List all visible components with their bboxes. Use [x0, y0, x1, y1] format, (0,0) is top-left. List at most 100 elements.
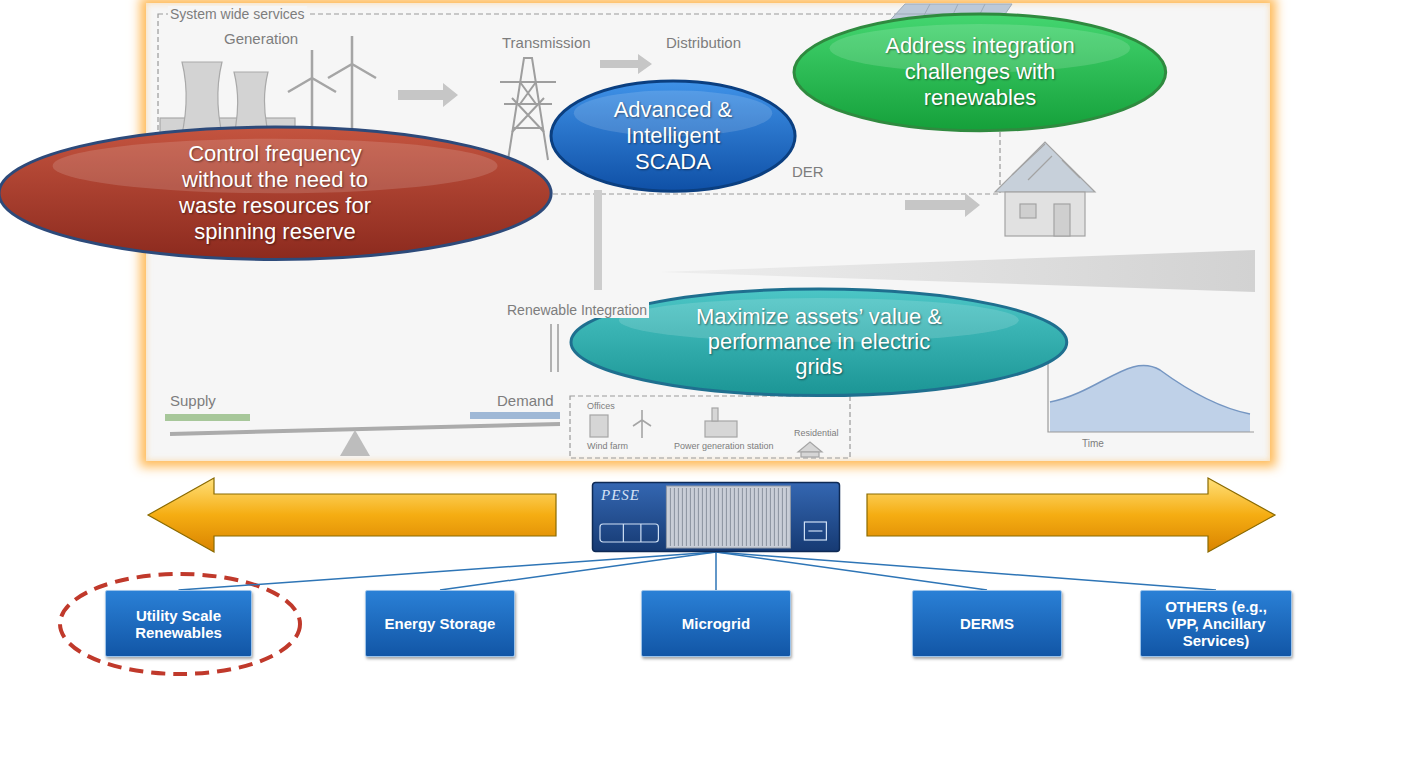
integration-icons [712, 408, 718, 421]
device-grille-line [710, 488, 711, 546]
device-grille-line [682, 488, 683, 546]
ellipse-fill [0, 127, 551, 259]
house [995, 142, 1095, 236]
balance-scale [340, 430, 370, 456]
wind-turbine [328, 36, 376, 140]
house [995, 142, 1095, 192]
device-grille-line [766, 488, 767, 546]
integration-icons [590, 415, 608, 437]
illustration-label: Distribution [664, 34, 743, 51]
device-grille-line [742, 488, 743, 546]
device-grille-line [674, 488, 675, 546]
integration-icons [705, 421, 737, 437]
connector-line [179, 552, 717, 590]
node-text: Microgrid [682, 615, 750, 632]
device-grille-line [722, 488, 723, 546]
device-body [593, 483, 840, 552]
device-grille-line [750, 488, 751, 546]
illustration-label: Residential [792, 428, 841, 438]
device-grille-line [782, 488, 783, 546]
device-grille-line [734, 488, 735, 546]
balance-scale [165, 414, 250, 421]
device-panel [623, 524, 641, 542]
integration-link [551, 324, 558, 372]
node-text: Address integration challenges with rene… [872, 33, 1087, 111]
illustration-label: Time [1080, 438, 1106, 450]
illustration-label: Power generation station [672, 441, 776, 451]
device-grille-line [678, 488, 679, 546]
illustration-label: Offices [585, 401, 617, 411]
block-arrow [148, 478, 556, 552]
device-grille-line [786, 488, 787, 546]
node-text: OTHERS (e.g., VPP, Ancillary Services) [1148, 598, 1284, 649]
balance-scale [470, 412, 560, 419]
device-grille-line [686, 488, 687, 546]
illustration-label: Demand [495, 392, 556, 409]
application-box: Utility Scale Renewables [105, 590, 252, 657]
illustration-label: Renewable Integration [505, 302, 649, 318]
node-text: Maximize assets’ value & performance in … [686, 304, 951, 379]
block-arrow [867, 478, 1275, 552]
integration-icons [798, 442, 822, 452]
grey-wedge [660, 250, 1255, 292]
device-grille-line [778, 488, 779, 546]
device-grille-line [702, 488, 703, 546]
balance-scale [170, 424, 560, 434]
illustration-label: Generation [222, 30, 300, 47]
illustration-label: Wind farm [585, 441, 630, 451]
device-grille-line [746, 488, 747, 546]
node-text: Control frequency without the need to wa… [158, 141, 393, 245]
load-chart [1048, 338, 1254, 432]
device-grille-line [714, 488, 715, 546]
connector-line [715, 552, 717, 590]
integration-bar [594, 190, 602, 290]
node-text: PESE [601, 486, 640, 504]
illustration-label: System wide services [168, 6, 307, 22]
device-port [808, 530, 822, 531]
device-grille-line [758, 488, 759, 546]
application-box: Microgrid [641, 590, 791, 657]
house [1005, 192, 1085, 236]
device-grille-line [726, 488, 727, 546]
device-grille-line [770, 488, 771, 546]
device-grille-line [738, 488, 739, 546]
goal-ellipse: Advanced & Intelligent SCADA [549, 79, 797, 193]
transmission-tower [508, 58, 548, 160]
device-grille-line [762, 488, 763, 546]
load-chart [1050, 365, 1250, 432]
device-grille-line [706, 488, 707, 546]
transmission-tower [500, 58, 556, 160]
device-grille-line [690, 488, 691, 546]
goal-ellipse: Address integration challenges with rene… [792, 12, 1168, 133]
flow-arrow-grey [398, 83, 458, 107]
illustration-label: Supply [168, 392, 218, 409]
balance-scale [165, 412, 560, 456]
device-grille-line [730, 488, 731, 546]
device-grille-line [698, 488, 699, 546]
device-grille-line [754, 488, 755, 546]
connector-line [440, 552, 716, 590]
house [1020, 204, 1036, 218]
device-grille-line [670, 488, 671, 546]
integration-frame [570, 396, 850, 458]
goal-ellipse: Control frequency without the need to wa… [0, 125, 553, 261]
house [1054, 204, 1070, 236]
ellipse-fill [551, 81, 795, 191]
connector-line [716, 552, 1216, 590]
node-text: Utility Scale Renewables [113, 607, 244, 641]
application-box: Energy Storage [365, 590, 515, 657]
ellipse-fill [794, 14, 1166, 131]
illustration-label: Transmission [500, 34, 593, 51]
load-chart [1050, 365, 1250, 414]
flow-arrow-grey [600, 54, 652, 74]
flow-arrow-grey [905, 193, 980, 217]
node-text: Energy Storage [385, 615, 496, 632]
integration-icons [633, 410, 651, 438]
device-grille-line [718, 488, 719, 546]
device-grille [666, 486, 790, 548]
device-grille-line [694, 488, 695, 546]
connector-line [716, 552, 987, 590]
illustration-label: DER [790, 163, 826, 180]
house [1012, 144, 1080, 180]
device-port [804, 522, 826, 540]
